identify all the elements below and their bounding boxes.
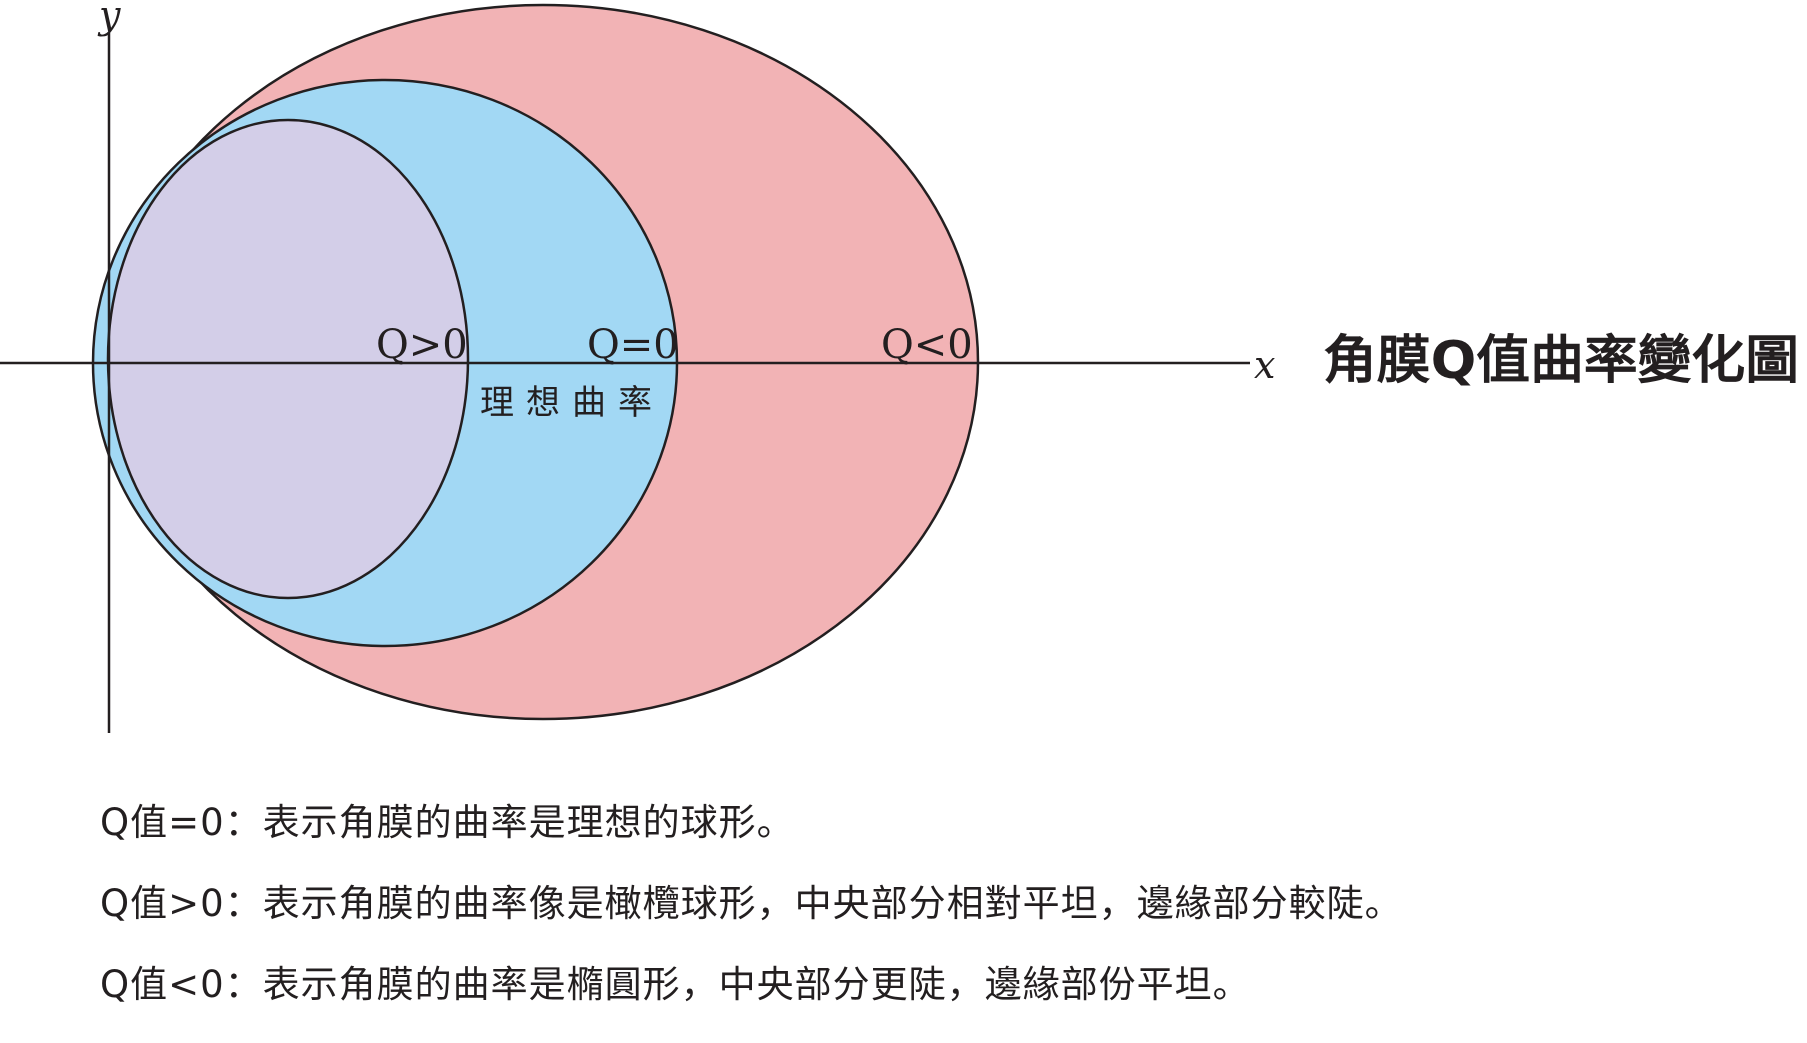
note-q-zero: Q值=0：表示角膜的曲率是理想的球形。 bbox=[100, 801, 795, 844]
label-q-positive: Q>0 bbox=[376, 322, 468, 368]
q-value-curvature-diagram: y x Q>0 Q=0 Q<0 理想曲率 角膜Q值曲率變化圖 bbox=[0, 0, 1799, 733]
diagram-title: 角膜Q值曲率變化圖 bbox=[1323, 331, 1799, 391]
label-q-zero: Q=0 bbox=[587, 322, 679, 368]
x-axis-label: x bbox=[1254, 343, 1275, 387]
y-axis-label: y bbox=[97, 0, 121, 37]
ideal-curvature-label: 理想曲率 bbox=[480, 383, 664, 423]
notes-list: Q值=0：表示角膜的曲率是理想的球形。 Q值>0：表示角膜的曲率像是橄欖球形，中… bbox=[100, 800, 1790, 1043]
note-q-negative: Q值<0：表示角膜的曲率是橢圓形，中央部分更陡，邊緣部份平坦。 bbox=[100, 963, 1251, 1006]
note-q-positive: Q值>0：表示角膜的曲率像是橄欖球形，中央部分相對平坦，邊緣部分較陡。 bbox=[100, 882, 1403, 925]
label-q-negative: Q<0 bbox=[881, 322, 973, 368]
